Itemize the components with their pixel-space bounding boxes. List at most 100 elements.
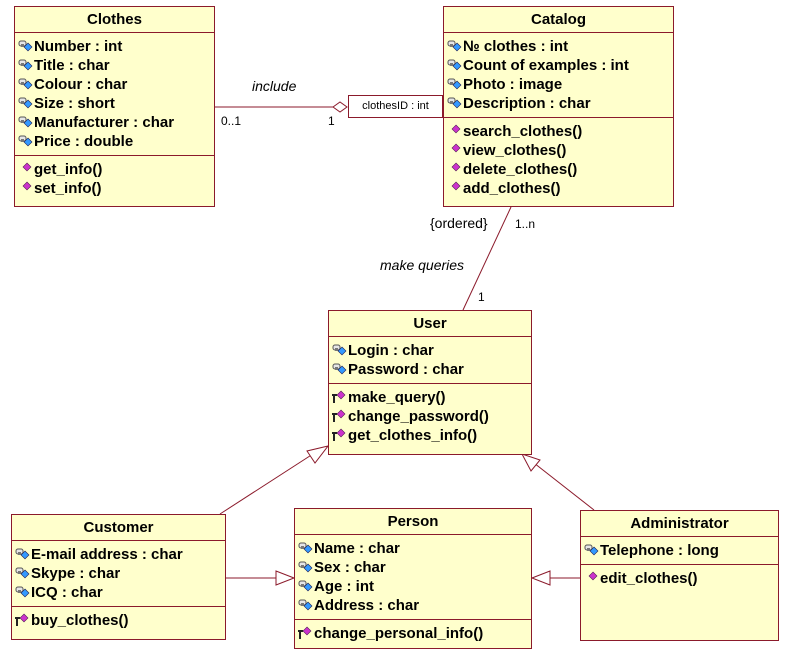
operation-text: get_info() (34, 161, 103, 178)
attribute-icon (447, 40, 462, 52)
operation-text: make_query() (348, 389, 446, 406)
operation-icon (332, 409, 346, 422)
attribute-text: Description : char (463, 95, 591, 112)
queries-association-line[interactable] (462, 206, 512, 311)
attribute-text: Number : int (34, 38, 123, 55)
operation-icon (332, 428, 346, 441)
attribute-row[interactable]: E-mail address : char (15, 545, 225, 564)
multiplicity-catalog-queries: 1..n (515, 217, 536, 231)
include-label: include (252, 78, 297, 94)
class-name: Person (295, 509, 531, 535)
operation-row[interactable]: add_clothes() (447, 179, 673, 198)
attributes-compartment: Telephone : long (581, 537, 778, 565)
customer-generalization-line[interactable] (219, 451, 317, 515)
operation-icon (451, 143, 461, 153)
operation-row[interactable]: edit_clothes() (584, 569, 778, 588)
operation-row[interactable]: get_clothes_info() (332, 426, 531, 445)
qualifier-box[interactable]: clothesID : int (348, 95, 443, 118)
attribute-row[interactable]: Title : char (18, 56, 214, 75)
operation-row[interactable]: change_personal_info() (298, 624, 531, 643)
operation-text: change_password() (348, 408, 489, 425)
operation-text: get_clothes_info() (348, 427, 478, 444)
operation-row[interactable]: set_info() (18, 179, 214, 198)
operation-text: set_info() (34, 180, 102, 197)
operation-row[interactable]: get_info() (18, 160, 214, 179)
attribute-icon (298, 580, 313, 592)
attribute-text: Age : int (314, 578, 374, 595)
attribute-row[interactable]: Colour : char (18, 75, 214, 94)
attribute-row[interactable]: Price : double (18, 132, 214, 151)
attribute-row[interactable]: № clothes : int (447, 37, 673, 56)
attribute-row[interactable]: Sex : char (298, 558, 531, 577)
operation-icon (451, 162, 461, 172)
attribute-icon (18, 59, 33, 71)
attribute-row[interactable]: Count of examples : int (447, 56, 673, 75)
attribute-icon (332, 363, 347, 375)
attribute-text: Manufacturer : char (34, 114, 175, 131)
administrator-generalization-arrow (520, 453, 541, 472)
attribute-icon (332, 344, 347, 356)
attribute-icon (18, 135, 33, 147)
attribute-row[interactable]: Size : short (18, 94, 214, 113)
attribute-icon (15, 586, 30, 598)
class-name: Administrator (581, 511, 778, 537)
operation-icon (588, 571, 598, 581)
attribute-text: Password : char (348, 361, 464, 378)
operation-icon (15, 613, 29, 626)
multiplicity-catalog-include: 1 (328, 114, 335, 128)
operation-row[interactable]: search_clothes() (447, 122, 673, 141)
operation-row[interactable]: view_clothes() (447, 141, 673, 160)
customer-generalization-arrow (306, 445, 330, 464)
operation-icon (298, 626, 312, 639)
attribute-row[interactable]: Name : char (298, 539, 531, 558)
attribute-text: Count of examples : int (463, 57, 629, 74)
attribute-row[interactable]: Manufacturer : char (18, 113, 214, 132)
attribute-row[interactable]: Description : char (447, 94, 673, 113)
attribute-text: Address : char (314, 597, 420, 614)
operation-row[interactable]: buy_clothes() (15, 611, 225, 630)
operation-text: search_clothes() (463, 123, 583, 140)
attribute-row[interactable]: ICQ : char (15, 583, 225, 602)
attribute-icon (18, 116, 33, 128)
attribute-row[interactable]: Login : char (332, 341, 531, 360)
attribute-row[interactable]: Photo : image (447, 75, 673, 94)
operation-icon (332, 390, 346, 403)
operation-text: edit_clothes() (600, 570, 698, 587)
class-name: Customer (12, 515, 225, 541)
attribute-text: Photo : image (463, 76, 563, 93)
attribute-text: ICQ : char (31, 584, 103, 601)
multiplicity-clothes: 0..1 (221, 114, 242, 128)
attribute-icon (15, 548, 30, 560)
attribute-row[interactable]: Address : char (298, 596, 531, 615)
attribute-icon (18, 97, 33, 109)
operations-compartment: change_personal_info() (295, 620, 531, 647)
attribute-row[interactable]: Password : char (332, 360, 531, 379)
attribute-icon (447, 59, 462, 71)
administrator-generalization-line[interactable] (533, 462, 595, 511)
attribute-icon (18, 40, 33, 52)
class-name: Catalog (444, 7, 673, 33)
attribute-icon (447, 78, 462, 90)
class-name: User (329, 311, 531, 337)
attribute-row[interactable]: Number : int (18, 37, 214, 56)
operation-icon (451, 181, 461, 191)
operation-row[interactable]: change_password() (332, 407, 531, 426)
administrator-person-generalization-arrow (530, 570, 551, 586)
operation-row[interactable]: delete_clothes() (447, 160, 673, 179)
attribute-row[interactable]: Skype : char (15, 564, 225, 583)
attribute-text: Login : char (348, 342, 434, 359)
attribute-text: Name : char (314, 540, 400, 557)
attribute-row[interactable]: Telephone : long (584, 541, 778, 560)
attribute-row[interactable]: Age : int (298, 577, 531, 596)
operation-row[interactable]: make_query() (332, 388, 531, 407)
